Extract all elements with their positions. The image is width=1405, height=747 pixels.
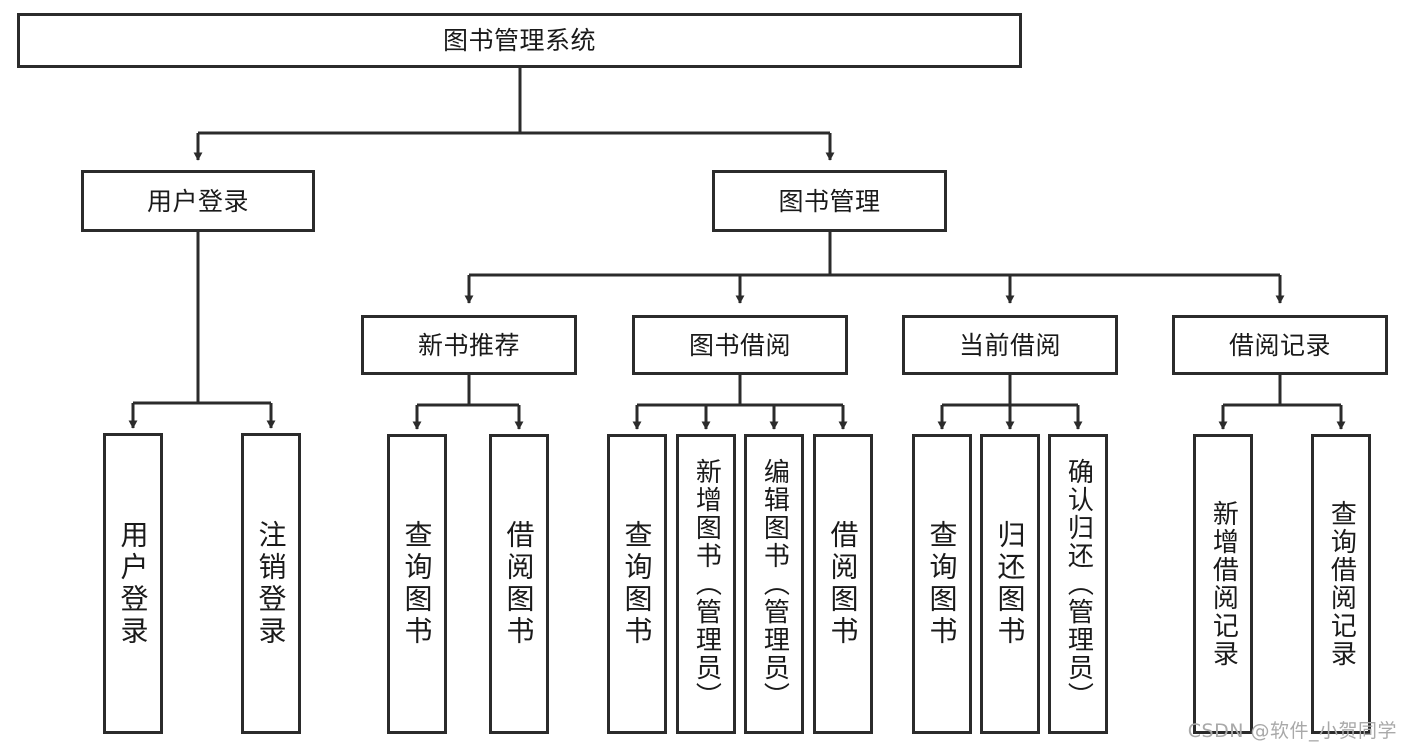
node-new-book-recommend[interactable]: 新书推荐 <box>361 315 577 375</box>
leaf-user-login-logout[interactable]: 注销登录 <box>241 433 301 734</box>
node-label: 编辑图书（管理员） <box>759 458 790 710</box>
node-label: 查询图书 <box>400 520 434 648</box>
leaf-borrow-record-add[interactable]: 新增借阅记录 <box>1193 434 1253 734</box>
leaf-book-borrow-query[interactable]: 查询图书 <box>607 434 667 734</box>
leaf-current-borrow-query[interactable]: 查询图书 <box>912 434 972 734</box>
node-label: 新书推荐 <box>417 330 520 360</box>
node-current-borrow[interactable]: 当前借阅 <box>902 315 1118 375</box>
node-label: 借阅图书 <box>502 520 536 648</box>
node-label: 图书管理 <box>778 186 881 216</box>
node-book-borrow[interactable]: 图书借阅 <box>632 315 848 375</box>
leaf-borrow-record-query[interactable]: 查询借阅记录 <box>1311 434 1371 734</box>
node-label: 查询图书 <box>620 520 654 648</box>
leaf-book-borrow-borrow[interactable]: 借阅图书 <box>813 434 873 734</box>
node-label: 用户登录 <box>146 186 249 216</box>
node-user-login[interactable]: 用户登录 <box>81 170 315 232</box>
leaf-new-book-borrow[interactable]: 借阅图书 <box>489 434 549 734</box>
node-label: 借阅记录 <box>1228 330 1331 360</box>
leaf-book-borrow-add[interactable]: 新增图书（管理员） <box>676 434 736 734</box>
node-label: 借阅图书 <box>826 520 860 648</box>
node-label: 新增借阅记录 <box>1208 500 1239 668</box>
leaf-current-borrow-return[interactable]: 归还图书 <box>980 434 1040 734</box>
node-label: 查询图书 <box>925 520 959 648</box>
node-label: 注销登录 <box>254 519 288 648</box>
node-label: 确认归还（管理员） <box>1063 458 1094 710</box>
node-label: 新增图书（管理员） <box>691 458 722 710</box>
leaf-user-login-login[interactable]: 用户登录 <box>103 433 163 734</box>
leaf-book-borrow-edit[interactable]: 编辑图书（管理员） <box>744 434 804 734</box>
node-root-system[interactable]: 图书管理系统 <box>17 13 1022 68</box>
node-label: 图书管理系统 <box>442 26 596 55</box>
node-label: 图书借阅 <box>688 330 791 360</box>
node-label: 查询借阅记录 <box>1326 500 1357 668</box>
csdn-watermark: CSDN @软件_小贺同学 <box>1187 720 1397 742</box>
node-borrow-record[interactable]: 借阅记录 <box>1172 315 1388 375</box>
node-label: 用户登录 <box>116 519 150 648</box>
leaf-new-book-query[interactable]: 查询图书 <box>387 434 447 734</box>
node-book-management[interactable]: 图书管理 <box>712 170 947 232</box>
leaf-current-borrow-confirm[interactable]: 确认归还（管理员） <box>1048 434 1108 734</box>
node-label: 当前借阅 <box>958 330 1061 360</box>
node-label: 归还图书 <box>993 520 1027 648</box>
